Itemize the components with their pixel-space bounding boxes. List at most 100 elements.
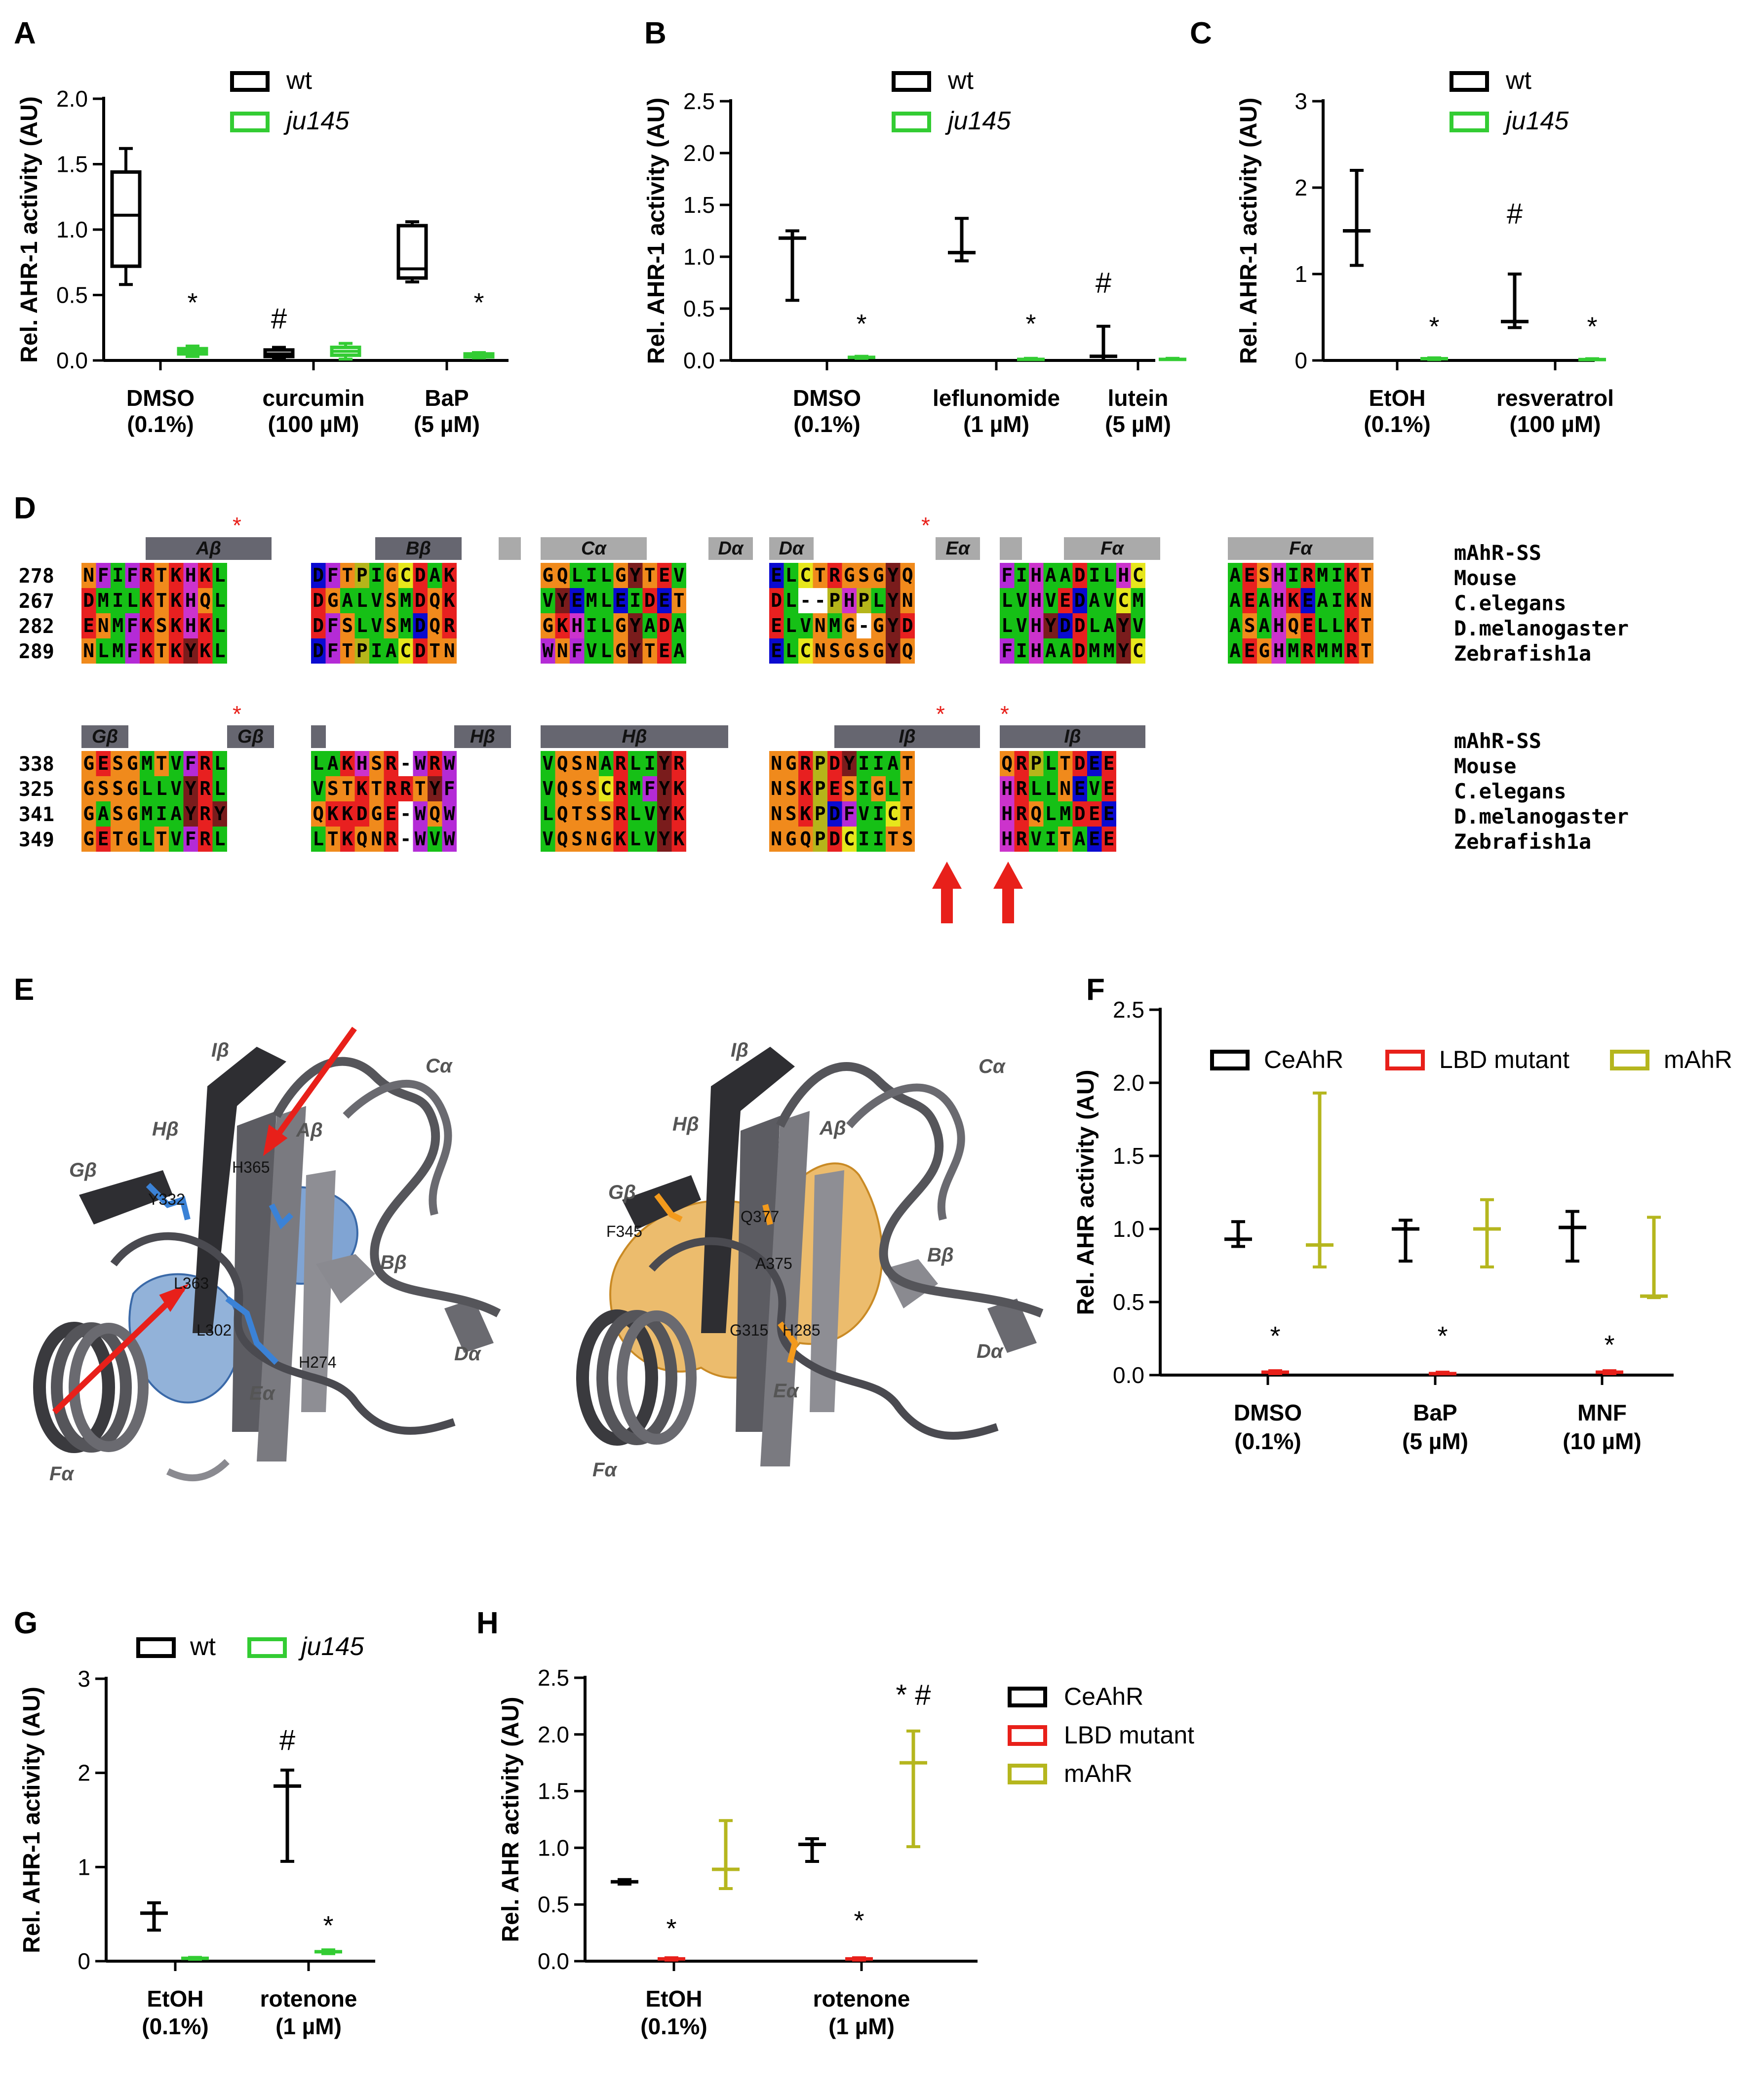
residue-cell: [1116, 588, 1131, 613]
residue-letter: C: [887, 803, 899, 825]
residue-cell: [212, 613, 227, 638]
species-name: Mouse: [1454, 754, 1516, 778]
residue-letter: I: [586, 564, 597, 586]
residue-cell: [325, 563, 340, 588]
residue-letter: N: [1361, 590, 1372, 611]
residue-cell: [900, 801, 915, 827]
residue-letter: F: [327, 564, 339, 586]
residue-cell: [413, 751, 428, 776]
residue-letter: E: [659, 590, 670, 611]
residue-letter: G: [542, 615, 553, 636]
residue-cell: [769, 801, 784, 827]
residue-cell: [125, 563, 140, 588]
residue-letter: G: [83, 778, 94, 799]
residue-letter: L: [214, 778, 226, 799]
residue-cell: [613, 563, 628, 588]
residue-letter: H: [185, 590, 196, 611]
residue-cell: [1300, 588, 1315, 613]
residue-letter: D: [902, 615, 913, 636]
residue-cell: [900, 751, 915, 776]
residue-cell: [340, 827, 355, 852]
residue-cell: [900, 638, 915, 664]
secondary-structure-bar: [81, 725, 128, 748]
y-tick-label: 1: [1294, 261, 1307, 287]
residue-letter: E: [771, 615, 782, 636]
position-number: 278: [19, 565, 54, 588]
residue-letter: V: [170, 778, 182, 799]
residue-cell: [584, 588, 599, 613]
residue-cell: [1014, 801, 1029, 827]
residue-cell: [212, 776, 227, 801]
secondary-structure-label: Hβ: [622, 726, 647, 747]
residue-letter: I: [156, 803, 167, 825]
residue-letter: D: [1059, 615, 1071, 636]
residue-cell: [613, 827, 628, 852]
residue-letter: L: [542, 803, 553, 825]
residue-letter: R: [1302, 564, 1314, 586]
residue-letter: V: [1016, 615, 1027, 636]
residue-label: Q377: [741, 1208, 779, 1225]
residue-cell: [642, 827, 657, 852]
residue-letter: I: [1045, 828, 1057, 850]
residue-cell: [354, 751, 369, 776]
residue-cell: [1000, 588, 1015, 613]
residue-letter: E: [571, 590, 583, 611]
residue-cell: [541, 801, 555, 827]
residue-letter: G: [873, 778, 884, 799]
residue-cell: [1029, 776, 1044, 801]
residue-cell: [1058, 751, 1073, 776]
residue-cell: [311, 751, 326, 776]
residue-cell: [369, 801, 384, 827]
residue-cell: [628, 563, 643, 588]
secondary-structure-label: Gβ: [92, 726, 118, 747]
residue-label: L363: [174, 1274, 209, 1292]
residue-cell: [140, 827, 155, 852]
category-sublabel: (0.1%): [793, 411, 860, 437]
residue-letter: A: [98, 803, 109, 825]
residue-letter: H: [1001, 778, 1013, 799]
residue-cell: [769, 827, 784, 852]
legend-label-wt: wt: [286, 66, 313, 95]
residue-cell: [599, 751, 614, 776]
y-tick-label: 2: [78, 1760, 90, 1786]
residue-letter: E: [771, 564, 782, 586]
residue-letter: T: [156, 752, 167, 774]
helix-coil: [617, 1310, 697, 1445]
residue-letter: D: [356, 803, 368, 825]
residue-letter: I: [1089, 564, 1100, 586]
residue-cell: [1058, 588, 1073, 613]
category-sublabel: (0.1%): [1234, 1428, 1301, 1454]
category-label: EtOH: [147, 1986, 204, 2012]
key-residue-mark: *: [1000, 701, 1009, 727]
residue-cell: [413, 588, 428, 613]
species-name: mAhR-SS: [1454, 541, 1541, 565]
residue-letter: K: [673, 803, 685, 825]
residue-letter: Q: [1030, 803, 1042, 825]
secondary-structure-bar: [1000, 537, 1022, 560]
residue-cell: [369, 588, 384, 613]
residue-letter: D: [415, 615, 426, 636]
residue-cell: [570, 801, 585, 827]
residue-letter: K: [342, 803, 353, 825]
residue-letter: Q: [557, 828, 568, 850]
species-name: Zebrafish1a: [1454, 829, 1591, 854]
residue-letter: Y: [659, 803, 670, 825]
residue-label: L302: [196, 1321, 232, 1339]
residue-letter: G: [600, 828, 612, 850]
residue-cell: [140, 801, 155, 827]
residue-letter: H: [1273, 564, 1285, 586]
residue-cell: [111, 638, 125, 664]
residue-cell: [784, 801, 798, 827]
residue-letter: F: [327, 640, 339, 662]
residue-letter: E: [829, 778, 840, 799]
residue-cell: [570, 638, 585, 664]
residue-cell: [311, 827, 326, 852]
residue-cell: [1286, 563, 1301, 588]
residue-cell: [628, 613, 643, 638]
residue-cell: [1101, 588, 1116, 613]
residue-letter: E: [1103, 828, 1115, 850]
residue-letter: S: [844, 778, 855, 799]
residue-cell: [1000, 776, 1015, 801]
residue-cell: [198, 827, 213, 852]
